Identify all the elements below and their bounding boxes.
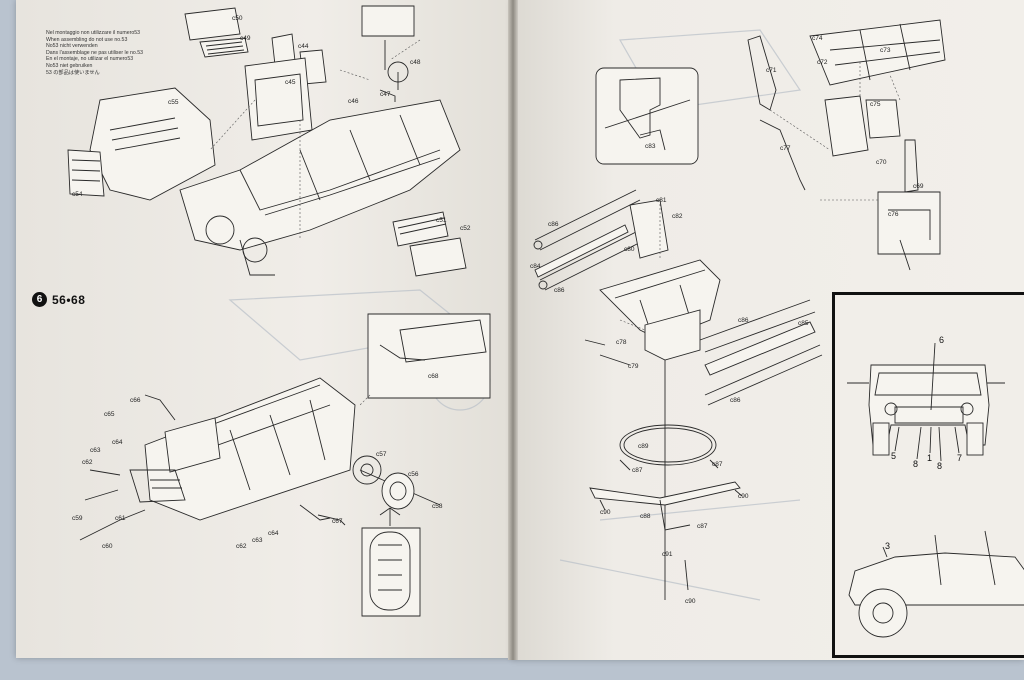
- svg-text:c59: c59: [72, 515, 83, 522]
- note-line: En el montaje, no utilizar el numero53: [46, 56, 134, 63]
- note-line: No53 nicht verwenden: [46, 43, 98, 50]
- booklet-gutter: [508, 0, 518, 660]
- svg-text:c89: c89: [638, 443, 649, 450]
- finished-view-panel: 6 5 8 1 8 7 3: [832, 292, 1024, 658]
- svg-text:c91: c91: [662, 551, 673, 558]
- front-view-label: 7: [957, 453, 962, 463]
- svg-text:c46: c46: [348, 98, 359, 105]
- front-view-label: 8: [937, 461, 942, 471]
- svg-text:c74: c74: [812, 35, 823, 42]
- svg-text:c52: c52: [460, 225, 471, 232]
- svg-text:c62: c62: [82, 459, 93, 466]
- step-parts: 56•68: [52, 292, 86, 307]
- svg-text:c63: c63: [252, 537, 263, 544]
- svg-text:c63: c63: [90, 447, 101, 454]
- front-view: 6 5 8 1 8 7: [847, 335, 1005, 471]
- svg-text:c64: c64: [268, 530, 279, 537]
- note-line: When assembling do not use no.53: [46, 36, 128, 43]
- side-view-label: 3: [885, 541, 890, 551]
- svg-text:c79: c79: [628, 363, 639, 370]
- svg-text:c51: c51: [436, 217, 447, 224]
- svg-text:c90: c90: [685, 598, 696, 605]
- svg-text:c87: c87: [712, 461, 723, 468]
- svg-text:c49: c49: [240, 35, 251, 42]
- front-view-label: 8: [913, 459, 918, 469]
- svg-text:c62: c62: [236, 543, 247, 550]
- svg-text:c77: c77: [780, 145, 791, 152]
- step-number: 6: [32, 292, 47, 307]
- front-view-label: 6: [939, 335, 944, 345]
- svg-text:c86: c86: [554, 287, 565, 294]
- svg-text:c84: c84: [530, 263, 541, 270]
- svg-text:c58: c58: [432, 503, 443, 510]
- svg-text:c45: c45: [285, 79, 296, 86]
- multilingual-note: Nel montaggio non utilizzare il numero53…: [46, 30, 186, 76]
- svg-text:c61: c61: [115, 515, 126, 522]
- svg-text:c86: c86: [730, 397, 741, 404]
- svg-text:c55: c55: [168, 99, 179, 106]
- note-line: No53 niet gebruiken: [46, 62, 93, 69]
- svg-text:c73: c73: [880, 47, 891, 54]
- svg-text:c69: c69: [913, 183, 924, 190]
- svg-text:c70: c70: [876, 159, 887, 166]
- svg-text:c75: c75: [870, 101, 881, 108]
- top-left-callouts: c50 c49 c44 c45 c48 c47 c46 c55 c54 c51 …: [72, 15, 471, 232]
- svg-text:c86: c86: [738, 317, 749, 324]
- bottom-left-callouts: c66 c65 c64 c63 c62 c61 c60 c59 c63 c62 …: [72, 373, 443, 550]
- svg-text:c90: c90: [738, 493, 749, 500]
- svg-text:c48: c48: [410, 59, 421, 66]
- side-view: 3: [848, 530, 1024, 638]
- svg-text:c82: c82: [672, 213, 683, 220]
- svg-text:c83: c83: [645, 143, 656, 150]
- svg-text:c76: c76: [888, 211, 899, 218]
- svg-text:c67: c67: [332, 518, 343, 525]
- svg-text:c90: c90: [600, 509, 611, 516]
- svg-text:c64: c64: [112, 439, 123, 446]
- svg-text:c87: c87: [697, 523, 708, 530]
- svg-text:c60: c60: [102, 543, 113, 550]
- svg-text:c71: c71: [766, 67, 777, 74]
- svg-text:c54: c54: [72, 191, 83, 198]
- note-line: Dans l'assemblage ne pas utiliser le no.…: [46, 49, 144, 56]
- note-line: Nel montaggio non utilizzare il numero53: [46, 30, 141, 36]
- svg-text:c81: c81: [656, 197, 667, 204]
- svg-text:c80: c80: [624, 246, 635, 253]
- front-view-label: 1: [927, 453, 932, 463]
- svg-text:c68: c68: [428, 373, 439, 380]
- svg-text:c50: c50: [232, 15, 243, 22]
- svg-text:c72: c72: [817, 59, 828, 66]
- svg-text:c78: c78: [616, 339, 627, 346]
- svg-text:c88: c88: [640, 513, 651, 520]
- svg-text:c56: c56: [408, 471, 419, 478]
- svg-text:c44: c44: [298, 43, 309, 50]
- right-callouts: c74 c73 c72 c71 c75 c77 c70 c69 c76 c83 …: [530, 35, 924, 605]
- svg-text:c66: c66: [130, 397, 141, 404]
- finished-vehicle-views: 6 5 8 1 8 7 3: [847, 335, 1024, 638]
- chassis-assembly-drawing: [79, 313, 491, 617]
- front-view-label: 5: [891, 451, 896, 461]
- frame-parts-drawing: [595, 19, 946, 271]
- body-assembly-drawing: [67, 5, 467, 277]
- note-line: 53 の部品は使いません: [46, 69, 100, 76]
- svg-text:c85: c85: [798, 320, 809, 327]
- svg-text:c87: c87: [632, 467, 643, 474]
- svg-text:c65: c65: [104, 411, 115, 418]
- step-heading: 6 56•68: [32, 292, 85, 307]
- svg-text:c57: c57: [376, 451, 387, 458]
- svg-text:c47: c47: [380, 91, 391, 98]
- svg-text:c86: c86: [548, 221, 559, 228]
- mount-base-drawing: [533, 189, 823, 600]
